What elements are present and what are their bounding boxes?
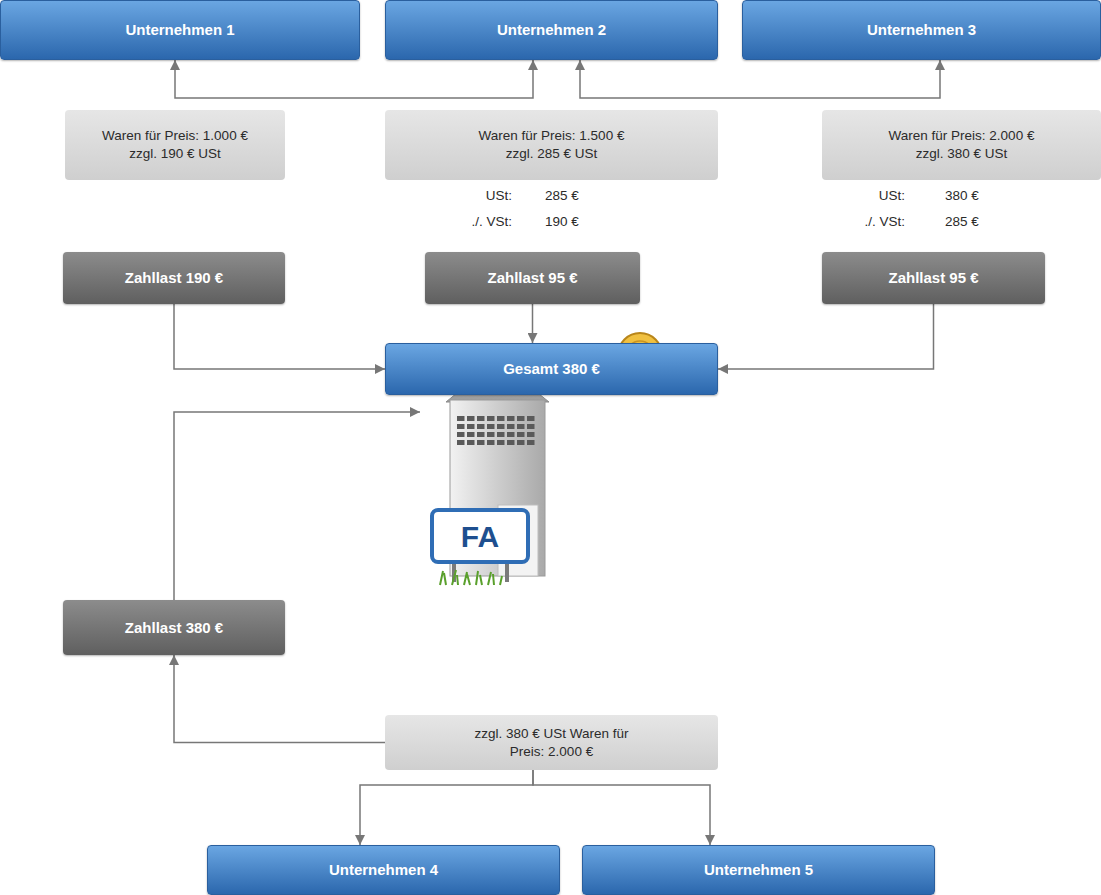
tax-calc-label: ./. VSt: [864,214,905,229]
box-text: Waren für Preis: 1.000 € zzgl. 190 € USt [88,127,263,162]
company-box: Unternehmen 3 [742,0,1101,60]
tax-calc-label: 285 € [945,214,979,229]
box-text: zzgl. 380 € USt Waren für Preis: 2.000 € [464,725,639,760]
box-text: Zahllast 190 € [125,268,223,288]
flow-arrow [174,655,385,743]
payment-box: Zahllast 190 € [63,252,285,304]
tax-calc-label: USt: [879,188,905,203]
flow-arrow [718,304,934,369]
company-box: Unternehmen 4 [207,845,560,895]
building-windows [457,416,537,448]
flow-arrow [175,60,533,98]
box-text: Gesamt 380 € [503,359,600,379]
tax-calc-label: ./. VSt: [471,214,512,229]
grass [440,570,502,585]
box-text: Zahllast 95 € [487,268,577,288]
flow-arrow [174,412,420,600]
company-box: Unternehmen 5 [582,845,935,895]
box-text: Zahllast 380 € [125,618,223,638]
box-text: Waren für Preis: 2.000 € zzgl. 380 € USt [874,127,1049,162]
payment-box: Zahllast 380 € [63,600,285,655]
flow-arrow [580,60,940,98]
tax-calc-label: 190 € [545,214,579,229]
goods-box: zzgl. 380 € USt Waren für Preis: 2.000 € [385,715,718,770]
box-text: Unternehmen 3 [867,20,976,40]
payment-box: Zahllast 95 € [425,252,640,304]
box-text: Zahllast 95 € [888,268,978,288]
flow-arrow [360,770,533,845]
goods-box: Waren für Preis: 1.500 € zzgl. 285 € USt [385,110,718,180]
box-text: Waren für Preis: 1.500 € zzgl. 285 € USt [464,127,639,162]
tax-calc-label: 380 € [945,188,979,203]
flow-arrow [174,304,385,369]
box-text: Unternehmen 2 [497,20,606,40]
payment-box: Zahllast 95 € [822,252,1045,304]
goods-box: Waren für Preis: 2.000 € zzgl. 380 € USt [822,110,1101,180]
goods-box: Waren für Preis: 1.000 € zzgl. 190 € USt [65,110,285,180]
flow-arrow [533,770,710,845]
tax-calc-label: USt: [486,188,512,203]
sign-text: FA [432,510,528,562]
box-text: Unternehmen 5 [704,860,813,880]
company-box: Unternehmen 2 [385,0,718,60]
box-text: Unternehmen 4 [329,860,438,880]
box-text: Unternehmen 1 [125,20,234,40]
company-box: Unternehmen 1 [0,0,360,60]
office-sign [432,510,528,562]
flow-arrow [532,304,534,343]
tax-calc-label: 285 € [545,188,579,203]
company-box: Gesamt 380 € [385,343,718,395]
tax-office: FA [420,330,680,585]
